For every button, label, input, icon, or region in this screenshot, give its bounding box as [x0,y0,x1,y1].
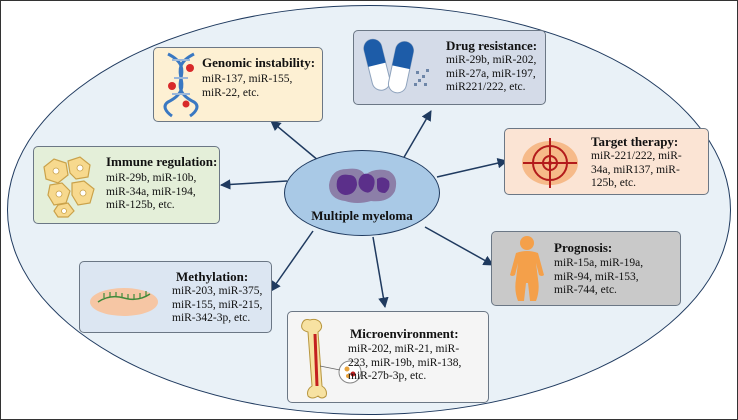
micro-text: miR-202, miR-21, miR- 223, miR-19b, miR-… [348,343,462,382]
node-drug-resistance: Drug resistance: miR-29b, miR-202, miR-2… [353,30,546,105]
target-icon [522,138,578,188]
capsule-pills-icon [363,38,429,94]
node-genomic-instability: Genomic instability: miR-137, miR-155, m… [153,47,323,122]
arrow-to-methylation [270,230,314,292]
prognosis-text: miR-15a, miR-19a, miR-94, miR-153, miR-7… [554,257,644,296]
node-target-therapy: Target therapy: miR-221/222, miR- 34a, m… [504,128,709,195]
genomic-text: miR-137, miR-155, miR-22, etc. [202,73,293,99]
drug-text: miR-29b, miR-202, miR-27a, miR-197, miR2… [446,54,537,93]
micro-title: Microenvironment: [350,326,459,341]
cells-icon [43,156,95,218]
immune-title: Immune regulation: [106,154,218,169]
node-prognosis: Prognosis: miR-15a, miR-19a, miR-94, miR… [491,231,681,306]
arrow-to-prognosis [424,226,494,266]
node-microenvironment: Microenvironment: miR-202, miR-21, miR- … [287,311,489,403]
immune-text: miR-29b, miR-10b, miR-34a, miR-194, miR-… [106,172,197,211]
drug-title: Drug resistance: [446,38,538,53]
arrow-to-target [436,157,509,178]
bone-icon [301,318,362,399]
arrow-to-micro [372,236,389,309]
node-methylation: Methylation: miR-203, miR-375, miR-155, … [79,261,272,333]
human-body-icon [510,236,544,301]
prognosis-title: Prognosis: [554,240,613,255]
target-title: Target therapy: [591,134,679,149]
center-label: Multiple myeloma [311,208,413,223]
dna-icon [163,52,199,118]
dna-strand-icon [90,288,158,316]
methylation-title: Methylation: [176,269,249,284]
target-text: miR-221/222, miR- 34a, miR137, miR- 125b… [591,150,682,189]
methylation-text: miR-203, miR-375, miR-155, miR-215, miR-… [172,285,263,324]
genomic-title: Genomic instability: [202,55,316,70]
center-node: Multiple myeloma [284,150,440,236]
myeloma-cells-icon [329,168,397,203]
arrow-to-drug [402,110,432,160]
arrow-to-genomic [270,120,320,162]
arrow-to-immune [219,179,288,190]
node-immune-regulation: Immune regulation: miR-29b, miR-10b, miR… [33,146,220,224]
